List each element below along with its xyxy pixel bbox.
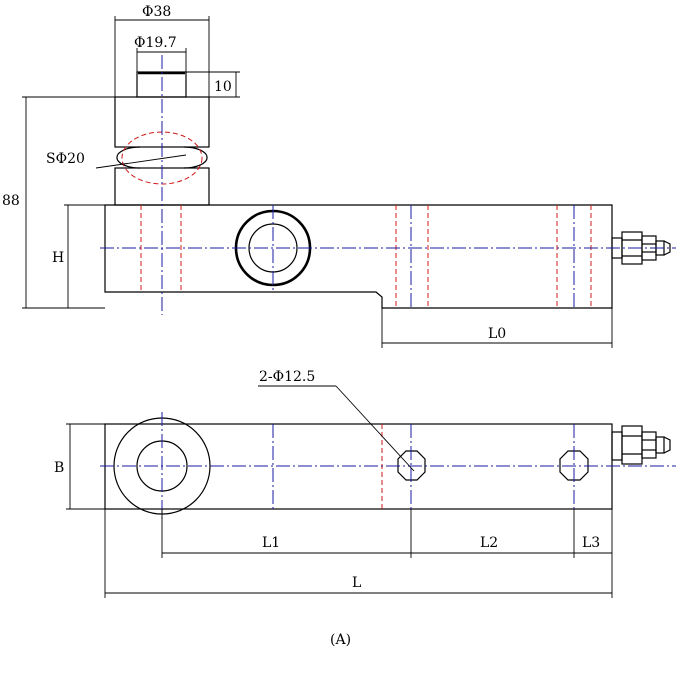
dim-width [66, 423, 105, 510]
dim-length-l0 [381, 308, 613, 348]
label-sphere: SΦ20 [46, 151, 85, 167]
sphere-ball [116, 146, 208, 169]
dim-length-total [104, 509, 612, 598]
mounting-hole-2 [559, 450, 589, 481]
leader-sphere [95, 154, 187, 169]
label-length-total: L [352, 575, 361, 591]
dim-inner-diameter [136, 48, 187, 72]
dim-height [64, 204, 105, 308]
cable-connector-plan [611, 425, 671, 465]
side-elevation-view: Φ38 Φ19.7 10 SΦ20 88 H [2, 4, 676, 348]
label-width: B [54, 460, 64, 476]
mounting-hole-1 [397, 450, 426, 481]
label-total-height: 88 [2, 193, 20, 209]
dim-outer-diameter [114, 16, 210, 97]
label-height: H [52, 250, 64, 266]
dim-total-height [22, 96, 115, 309]
dim-length-chain [161, 509, 613, 598]
figure-caption: (A) [330, 632, 351, 648]
beam-outline-side [104, 204, 613, 309]
label-length-l0: L0 [488, 326, 506, 342]
label-pin-height: 10 [214, 79, 232, 95]
label-length-l3: L3 [582, 535, 600, 551]
label-holes: 2-Φ12.5 [259, 369, 315, 385]
dim-pin-height [186, 71, 240, 98]
label-inner-diameter: Φ19.7 [134, 35, 177, 51]
label-length-l1: L1 [262, 535, 280, 551]
label-length-l2: L2 [480, 535, 498, 551]
plan-view: 2-Φ12.5 B L1 L2 L3 L [54, 369, 676, 598]
leader-holes [335, 385, 415, 472]
label-outer-diameter: Φ38 [142, 4, 171, 20]
